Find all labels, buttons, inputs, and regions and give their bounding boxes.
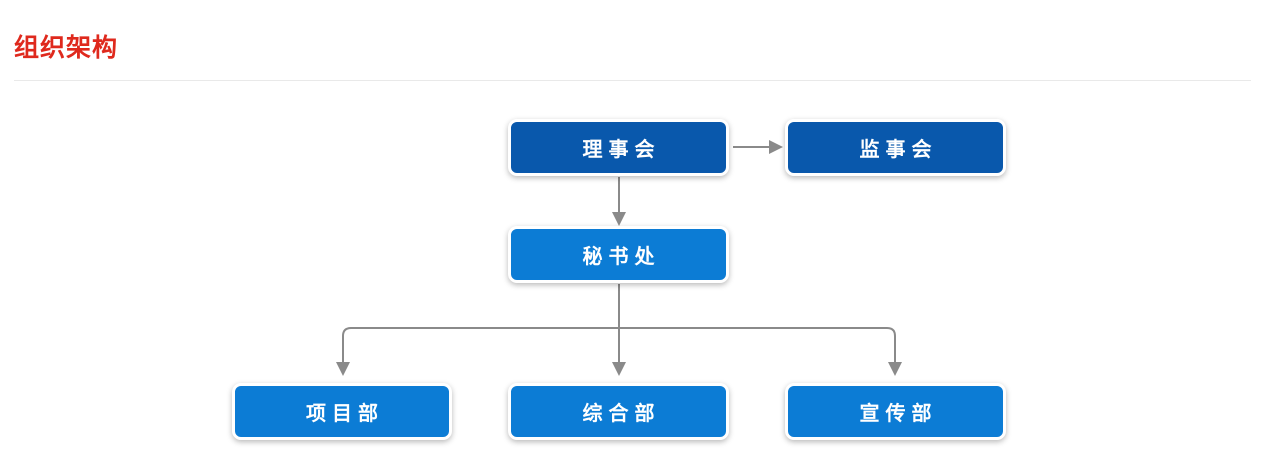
org-node-publicity-label: 宣传部	[859, 403, 938, 425]
arrowhead-supervisory	[769, 140, 783, 154]
org-node-project: 项目部	[232, 383, 452, 440]
org-node-supervisory: 监事会	[785, 119, 1006, 176]
org-node-general-label: 综合部	[582, 403, 661, 425]
arrowhead-project	[336, 362, 350, 376]
org-node-supervisory-label: 监事会	[859, 139, 938, 161]
arrowhead-secretariat	[612, 212, 626, 226]
org-node-publicity: 宣传部	[785, 383, 1006, 440]
org-node-board-label: 理事会	[582, 139, 661, 161]
org-node-general: 综合部	[508, 383, 729, 440]
edge-secretariat-right	[619, 327, 896, 363]
org-node-project-label: 项目部	[306, 403, 384, 425]
edge-secretariat-left	[342, 327, 619, 363]
org-node-secretariat-label: 秘书处	[582, 246, 661, 268]
org-node-secretariat: 秘书处	[508, 226, 729, 283]
arrowhead-general	[612, 362, 626, 376]
title-divider	[14, 80, 1251, 81]
org-node-board: 理事会	[508, 119, 729, 176]
arrowhead-publicity	[888, 362, 902, 376]
page-title: 组织架构	[14, 34, 119, 62]
